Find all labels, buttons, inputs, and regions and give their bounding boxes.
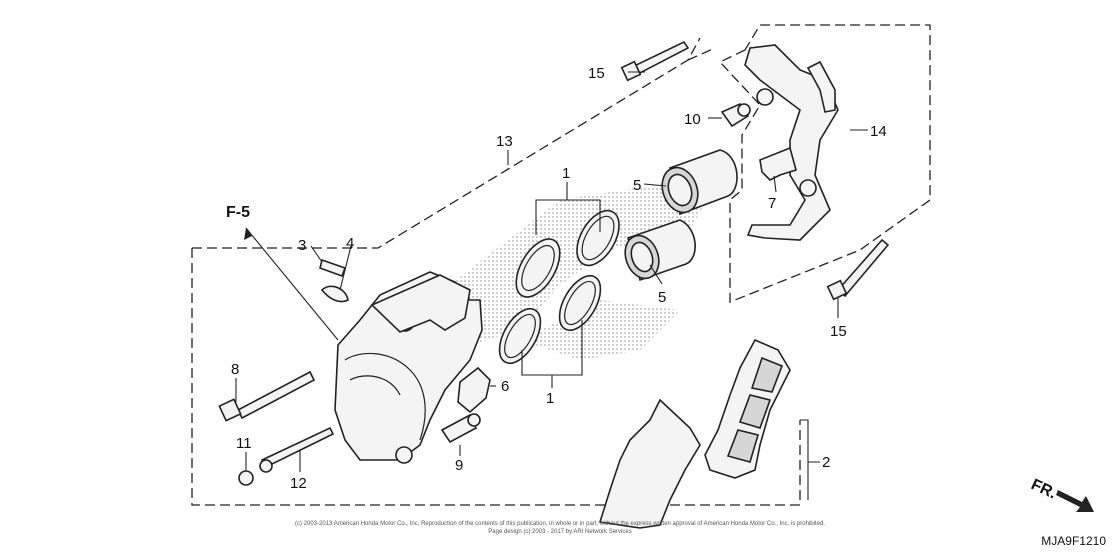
copyright-line-2: Page design (c) 2003 - 2017 by ARI Netwo…	[488, 529, 632, 535]
callout-13: 13	[496, 133, 513, 150]
leader-lines	[235, 71, 868, 500]
bracket-14-outline	[718, 24, 931, 303]
callout-6: 6	[501, 378, 509, 395]
copyright-notice: (c) 2003-2013 American Honda Motor Co., …	[230, 520, 890, 536]
callout-11: 11	[236, 435, 252, 452]
bolt-15-bottom	[826, 238, 890, 301]
bleeder-3	[319, 258, 347, 278]
bleeder-9	[440, 413, 481, 444]
callout-14: 14	[870, 123, 887, 140]
assembly-13-outline	[191, 37, 801, 506]
callout-15-top: 15	[588, 65, 605, 82]
plug-11	[238, 470, 254, 486]
callout-12: 12	[290, 475, 307, 492]
callout-3: 3	[298, 237, 306, 254]
copyright-line-1: (c) 2003-2013 American Honda Motor Co., …	[295, 521, 825, 527]
callout-5-top: 5	[633, 177, 641, 194]
bleeder-10	[720, 102, 751, 128]
front-marker: FR.	[1028, 476, 1059, 502]
pad-retainer-7	[759, 146, 797, 181]
callout-7: 7	[768, 195, 776, 212]
pistons	[624, 149, 738, 282]
callout-1-bottom: 1	[546, 390, 554, 407]
caliper-body	[334, 271, 483, 464]
diagram-code: MJA9F1210	[1041, 534, 1106, 548]
cap-4	[320, 285, 349, 303]
callout-1-top: 1	[562, 165, 570, 182]
callout-2: 2	[822, 454, 830, 471]
front-direction-arrow	[1056, 490, 1094, 512]
section-reference: F-5	[226, 204, 250, 221]
callout-5-bottom: 5	[658, 289, 666, 306]
brand-watermark	[430, 175, 720, 360]
callout-9: 9	[455, 457, 463, 474]
caliper-bracket	[744, 44, 839, 241]
callout-8: 8	[231, 361, 239, 378]
bolt-15-top	[620, 40, 690, 82]
piston-seals	[498, 209, 620, 364]
brake-pads	[598, 338, 791, 529]
pin-bolt-8	[218, 370, 316, 422]
callout-4: 4	[346, 235, 354, 252]
callout-15-bottom: 15	[830, 323, 847, 340]
pad-pin-12	[259, 426, 335, 473]
callout-10: 10	[684, 111, 701, 128]
pad-spring-6	[457, 366, 491, 414]
